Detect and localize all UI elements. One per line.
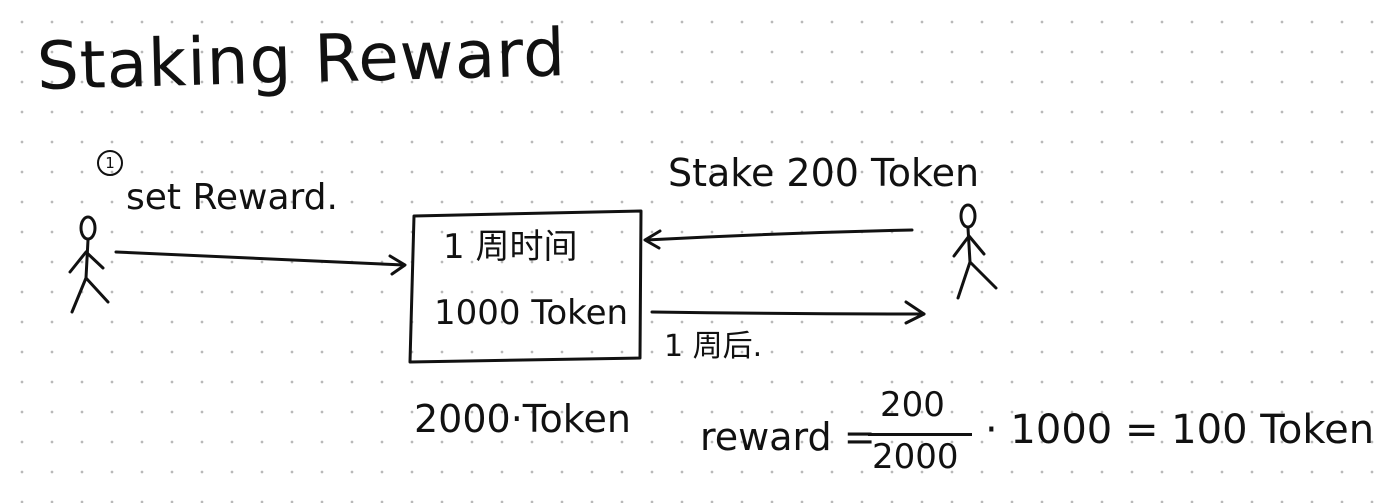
admin-stick-figure-icon — [68, 215, 110, 314]
staker-stick-figure-icon — [952, 203, 998, 300]
after-week-label: 1 周后. — [664, 329, 763, 364]
staker-arms — [952, 234, 986, 258]
set-reward-label: set Reward. — [126, 177, 338, 218]
payout-arrow — [650, 300, 926, 325]
stake-arrow — [643, 228, 914, 250]
admin-body — [84, 238, 90, 280]
formula-denominator: 2000 — [872, 437, 959, 477]
formula-rhs: · 1000 = 100 Token — [985, 407, 1375, 453]
formula-lhs: reward = — [700, 415, 876, 459]
pool-amount-label: 1000 Token — [434, 293, 629, 333]
step-number-badge: 1 — [97, 150, 123, 176]
stake-amount-label: Stake 200 Token — [668, 151, 980, 195]
staker-head — [959, 203, 977, 229]
formula-fraction-bar — [868, 433, 972, 436]
admin-legs — [70, 276, 110, 314]
admin-arms — [68, 250, 105, 274]
pool-duration-label: 1 周时间 — [443, 227, 578, 267]
pool-box — [408, 209, 643, 364]
staker-body — [966, 226, 972, 264]
staker-legs — [956, 260, 998, 300]
admin-head — [79, 215, 97, 241]
total-staked-label: 2000·Token — [414, 397, 631, 441]
formula-numerator: 200 — [880, 385, 945, 425]
set-reward-arrow — [114, 250, 407, 276]
diagram-title: Staking Reward — [35, 14, 567, 105]
